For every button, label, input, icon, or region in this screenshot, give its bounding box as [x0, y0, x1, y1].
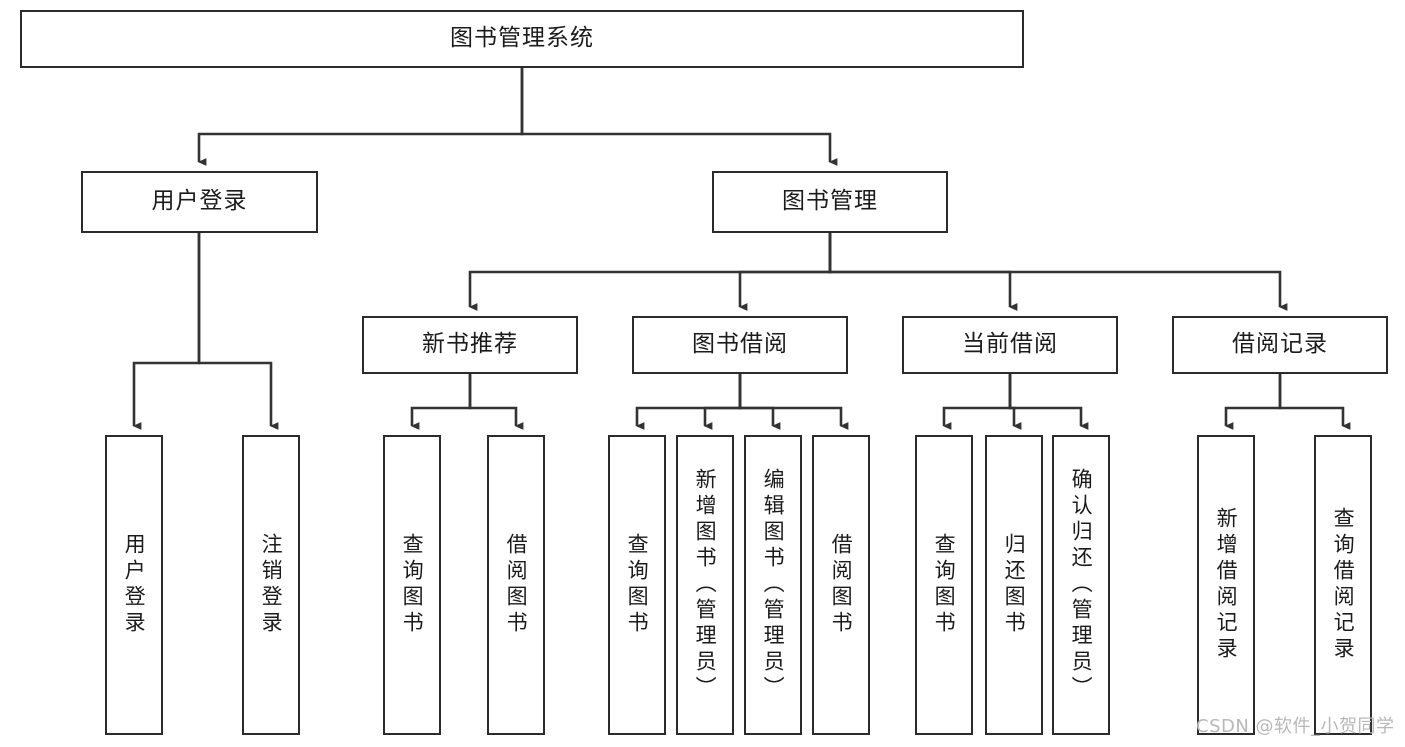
edge-connector-13 — [738, 374, 849, 430]
node-leaf-8: 查询图书 — [915, 435, 973, 735]
edge-connector-17 — [1224, 374, 1282, 430]
node-leaf-9: 归还图书 — [985, 435, 1043, 735]
node-label: 用户登录 — [151, 188, 248, 215]
node-label: 新增借阅记录 — [1214, 507, 1239, 663]
node-label: 图书管理系统 — [450, 25, 594, 52]
edge-connector-7 — [828, 233, 1288, 311]
edge-connector-16 — [1008, 374, 1089, 430]
node-label: 借阅图书 — [829, 533, 854, 637]
node-level3-2: 当前借阅 — [902, 316, 1118, 374]
node-label: 注销登录 — [259, 533, 284, 637]
node-leaf-7: 借阅图书 — [812, 435, 870, 735]
node-label: 新书推荐 — [422, 331, 518, 358]
edge-connector-14 — [942, 374, 1012, 430]
csdn-watermark: CSDN @软件_小贺同学 — [1196, 716, 1395, 737]
node-label: 查询借阅记录 — [1331, 507, 1356, 663]
node-level3-0: 新书推荐 — [362, 316, 578, 374]
node-level2-1: 图书管理 — [712, 171, 948, 233]
node-leaf-2: 查询图书 — [383, 435, 441, 735]
edge-connector-6 — [828, 233, 1018, 311]
edge-connector-0 — [197, 68, 524, 166]
edge-connector-3 — [197, 233, 279, 430]
edge-connector-4 — [468, 233, 832, 311]
edge-connector-1 — [520, 68, 838, 166]
edge-connector-10 — [635, 374, 742, 430]
node-label: 图书借阅 — [692, 331, 788, 358]
edge-connector-12 — [738, 374, 781, 430]
node-leaf-12: 查询借阅记录 — [1314, 435, 1372, 735]
node-level3-3: 借阅记录 — [1172, 316, 1388, 374]
node-label: 查询图书 — [400, 533, 425, 637]
node-label: 用户登录 — [122, 533, 147, 637]
node-root: 图书管理系统 — [20, 10, 1024, 68]
node-level3-1: 图书借阅 — [632, 316, 848, 374]
edge-connector-9 — [468, 374, 524, 430]
node-leaf-5: 新增图书（管理员） — [676, 435, 734, 735]
node-leaf-1: 注销登录 — [242, 435, 300, 735]
edge-connector-2 — [132, 233, 201, 430]
node-leaf-10: 确认归还（管理员） — [1052, 435, 1110, 735]
node-label: 新增图书（管理员） — [693, 468, 718, 702]
node-label: 查询图书 — [932, 533, 957, 637]
node-leaf-0: 用户登录 — [105, 435, 163, 735]
node-leaf-3: 借阅图书 — [487, 435, 545, 735]
edge-connector-8 — [410, 374, 472, 430]
edge-connector-5 — [738, 233, 832, 311]
node-leaf-6: 编辑图书（管理员） — [744, 435, 802, 735]
edge-connector-15 — [1008, 374, 1022, 430]
node-leaf-11: 新增借阅记录 — [1197, 435, 1255, 735]
edge-connector-18 — [1278, 374, 1351, 430]
node-label: 确认归还（管理员） — [1069, 468, 1094, 702]
node-label: 借阅记录 — [1232, 331, 1328, 358]
node-label: 查询图书 — [625, 533, 650, 637]
node-leaf-4: 查询图书 — [608, 435, 666, 735]
node-label: 当前借阅 — [962, 331, 1058, 358]
edge-connector-11 — [703, 374, 742, 430]
node-label: 归还图书 — [1002, 533, 1027, 637]
node-label: 编辑图书（管理员） — [761, 468, 786, 702]
node-level2-0: 用户登录 — [81, 171, 318, 233]
node-label: 借阅图书 — [504, 533, 529, 637]
node-label: 图书管理 — [782, 188, 878, 215]
